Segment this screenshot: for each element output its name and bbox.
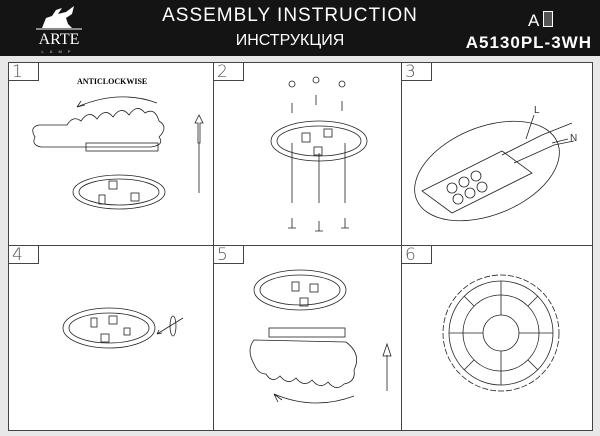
step-4-illustration [62, 307, 184, 349]
wire-label-l: L [534, 105, 540, 116]
step-number: 1 [9, 63, 39, 81]
step-number: 5 [214, 246, 244, 264]
step-1-panel: 1 ANTICLOCKWISE [9, 63, 214, 246]
step-3-panel: 3 L N [402, 63, 592, 246]
step-6-panel: 6 [402, 246, 592, 430]
winged-lion-icon [36, 6, 82, 30]
instruction-sheet: 1 ANTICLOCKWISE 2 3 L N [8, 62, 593, 431]
step-number: 6 [402, 246, 432, 264]
wire-label-n: N [570, 133, 578, 144]
step-2-panel: 2 [214, 63, 402, 246]
step-1-illustration [32, 96, 204, 210]
step-5-illustration [249, 269, 392, 404]
header: ARTE LAMP ASSEMBLY INSTRUCTION ИНСТРУКЦИ… [0, 0, 600, 56]
arte-lamp-logo: ARTE LAMP [28, 4, 90, 54]
anticlockwise-label: ANTICLOCKWISE [77, 77, 148, 86]
document-title: ASSEMBLY INSTRUCTION [162, 5, 418, 26]
step-6-illustration [442, 274, 560, 392]
brand-name: ARTE [38, 31, 80, 48]
info-icon: A [528, 11, 554, 31]
brand-sub: LAMP [41, 49, 77, 54]
step-number: 2 [214, 63, 244, 81]
step-number: 4 [9, 246, 39, 264]
step-4-panel: 4 [9, 246, 214, 430]
model-number: A5130PL-3WH [465, 33, 592, 52]
step-5-panel: 5 [214, 246, 402, 430]
step-3-illustration [414, 114, 575, 222]
step-number: 3 [402, 63, 432, 81]
step-2-illustration [270, 76, 368, 232]
document-subtitle: ИНСТРУКЦИЯ [235, 32, 345, 49]
